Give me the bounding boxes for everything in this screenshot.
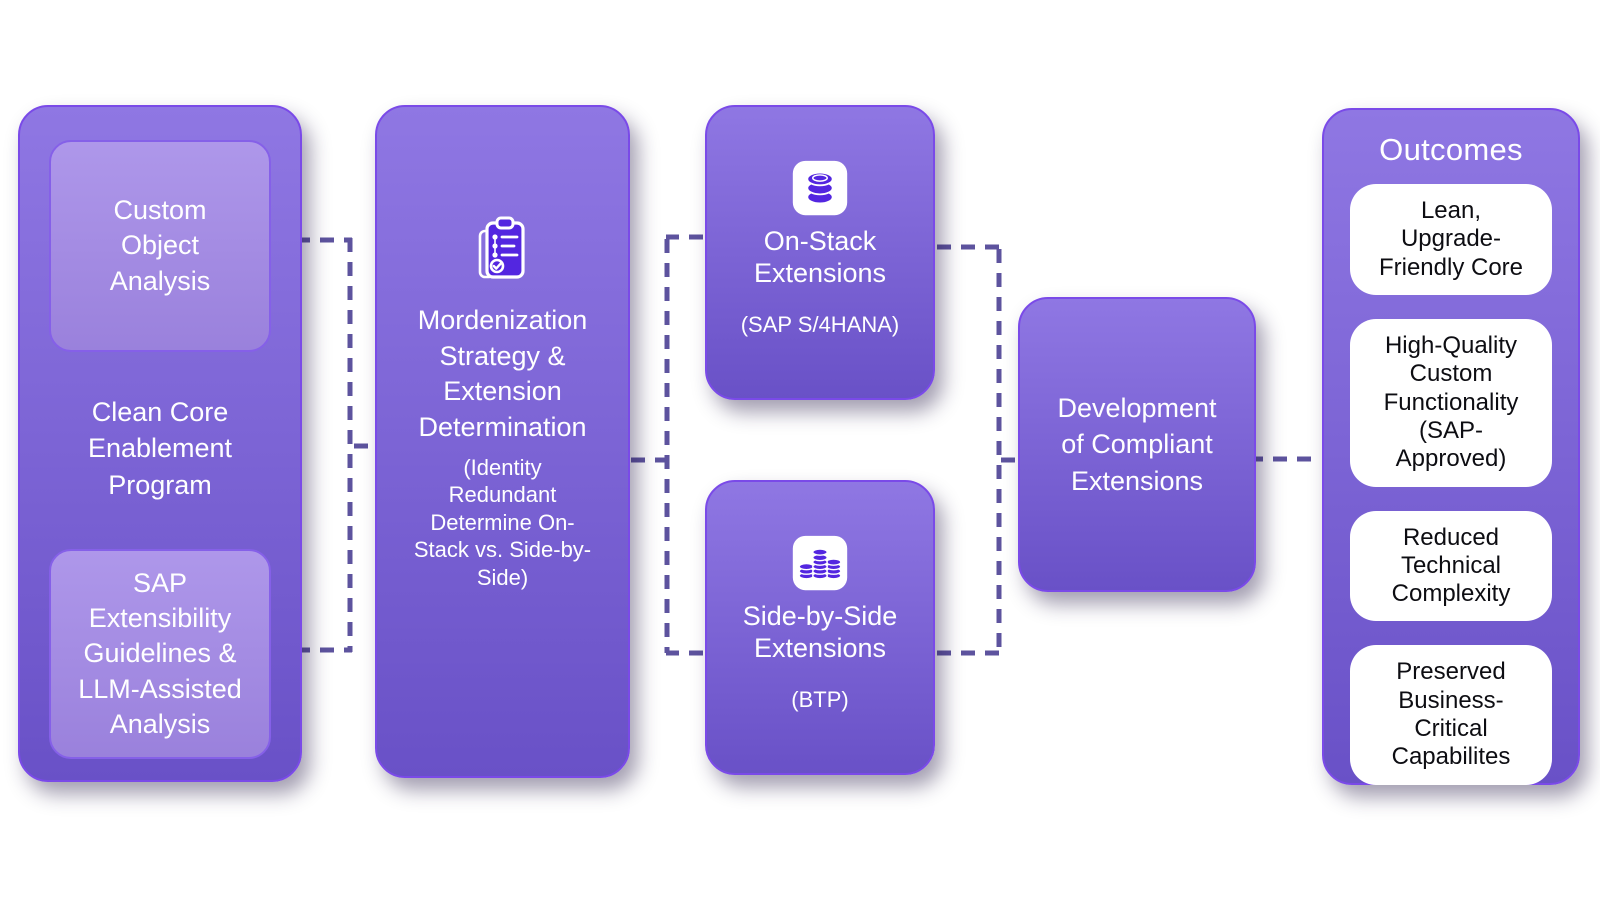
coin-stacks-icon: [792, 535, 848, 591]
modernization-strategy-panel: Mordenization Strategy & Extension Deter…: [375, 105, 630, 778]
onstack-extensions-subtitle: (SAP S/4HANA): [740, 311, 900, 337]
outcome-lean-core: Lean, Upgrade- Friendly Core: [1350, 184, 1552, 295]
sidebyside-extensions-subtitle: (BTP): [791, 686, 849, 712]
outcome-high-quality: High-Quality Custom Functionality (SAP- …: [1350, 318, 1552, 487]
outcomes-title: Outcomes: [1379, 132, 1523, 167]
clipboard-checklist-icon: [478, 216, 525, 279]
outcome-list: Lean, Upgrade- Friendly Core High-Qualit…: [1350, 184, 1552, 785]
clean-core-panel: Custom Object Analysis Clean Core Enable…: [18, 105, 302, 782]
development-compliant-extensions-card: Development of Compliant Extensions: [1018, 297, 1256, 592]
database-icon: [792, 160, 848, 216]
modernization-strategy-subtitle: (Identity Redundant Determine On- Stack …: [413, 454, 592, 590]
custom-object-analysis-label: Custom Object Analysis: [109, 195, 211, 296]
sap-extensibility-label: SAP Extensibility Guidelines & LLM-Assis…: [78, 568, 242, 739]
sap-extensibility-card: SAP Extensibility Guidelines & LLM-Assis…: [49, 549, 271, 759]
outcome-preserved-capabilities: Preserved Business- Critical Capabilites: [1350, 645, 1552, 785]
sidebyside-extensions-card: Side-by-Side Extensions (BTP): [705, 480, 935, 775]
outcome-reduced-complexity: Reduced Technical Complexity: [1350, 510, 1552, 622]
sidebyside-extensions-title: Side-by-Side Extensions: [742, 601, 898, 664]
clean-core-title: Clean Core Enablement Program: [87, 396, 233, 500]
outcomes-panel: Outcomes Lean, Upgrade- Friendly Core Hi…: [1322, 108, 1580, 785]
onstack-extensions-card: On-Stack Extensions (SAP S/4HANA): [705, 105, 935, 400]
modernization-strategy-title: Mordenization Strategy & Extension Deter…: [417, 305, 588, 442]
onstack-extensions-title: On-Stack Extensions: [753, 226, 887, 289]
custom-object-analysis-card: Custom Object Analysis: [49, 140, 271, 352]
